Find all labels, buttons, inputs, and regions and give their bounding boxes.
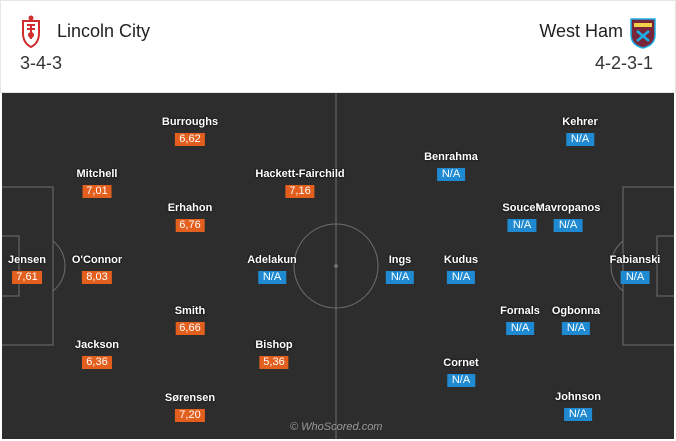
player-name: Mavropanos [535, 202, 601, 214]
player-name: Bishop [255, 339, 293, 351]
player-name: Johnson [555, 391, 601, 403]
away-formation: 4-2-3-1 [594, 53, 653, 73]
home-team-name[interactable]: Lincoln City [57, 21, 151, 41]
player-rating-badge: N/A [561, 322, 591, 335]
player-rating-badge: N/A [385, 271, 415, 284]
player-name: Kudus [443, 254, 479, 266]
player-rating-badge: 8,03 [82, 271, 112, 284]
player-rating-badge: N/A [563, 408, 593, 421]
player-name: Burroughs [161, 116, 219, 128]
player-rating-badge: N/A [257, 271, 287, 284]
player-rating-badge: 6,36 [82, 356, 112, 369]
player-rating-badge: 6,66 [175, 322, 205, 335]
player-marker[interactable]: Burroughs 6,62 [162, 116, 218, 147]
player-rating-badge: 7,61 [12, 271, 42, 284]
player-rating-badge: 7,16 [285, 185, 315, 198]
pitch-markings [2, 93, 674, 439]
player-marker[interactable]: Bishop 5,36 [255, 339, 293, 370]
match-header: Lincoln City 3-4-3 West Ham 4-2-3-1 [0, 0, 676, 93]
player-name: Smith [174, 305, 206, 317]
player-rating-badge: N/A [446, 374, 476, 387]
lincoln-city-crest-icon [22, 15, 40, 49]
player-name: Fornals [500, 305, 540, 317]
player-name: Fabianski [609, 254, 661, 266]
player-marker[interactable]: O'Connor 8,03 [72, 254, 122, 285]
player-marker[interactable]: Jensen 7,61 [8, 254, 46, 285]
watermark: © WhoScored.com [290, 421, 383, 433]
player-marker[interactable]: Sørensen 7,20 [165, 392, 215, 423]
player-name: Jensen [8, 254, 46, 266]
player-name: Cornet [443, 357, 479, 369]
player-marker[interactable]: Erhahon 6,76 [167, 202, 213, 233]
player-rating-badge: N/A [436, 168, 466, 181]
home-formation: 3-4-3 [20, 53, 63, 73]
away-team-name[interactable]: West Ham [539, 21, 623, 41]
player-name: O'Connor [71, 254, 123, 266]
player-rating-badge: N/A [553, 219, 583, 232]
player-rating-badge: N/A [565, 133, 595, 146]
player-name: Hackett-Fairchild [255, 168, 345, 180]
player-name: Sørensen [164, 392, 216, 404]
player-name: Jackson [74, 339, 120, 351]
player-rating-badge: 7,20 [175, 409, 205, 422]
player-rating-badge: N/A [505, 322, 535, 335]
player-rating-badge: N/A [620, 271, 650, 284]
player-name: Soucek [502, 202, 542, 214]
player-marker[interactable]: Smith 6,66 [174, 305, 206, 336]
player-marker[interactable]: Hackett-Fairchild 7,16 [255, 168, 345, 199]
player-name: Ings [388, 254, 412, 266]
player-name: Adelakun [247, 254, 297, 266]
player-name: Erhahon [167, 202, 213, 214]
player-name: Mitchell [76, 168, 118, 180]
player-rating-badge: 6,62 [175, 133, 205, 146]
player-marker[interactable]: Jackson 6,36 [75, 339, 119, 370]
player-marker[interactable]: Mitchell 7,01 [76, 168, 118, 199]
player-rating-badge: N/A [446, 271, 476, 284]
player-rating-badge: 5,36 [259, 356, 289, 369]
west-ham-crest-icon [630, 18, 656, 49]
player-rating-badge: N/A [507, 219, 537, 232]
player-name: Kehrer [562, 116, 598, 128]
player-rating-badge: 7,01 [82, 185, 112, 198]
player-name: Benrahma [424, 151, 478, 163]
player-name: Ogbonna [551, 305, 601, 317]
player-rating-badge: 6,76 [175, 219, 205, 232]
